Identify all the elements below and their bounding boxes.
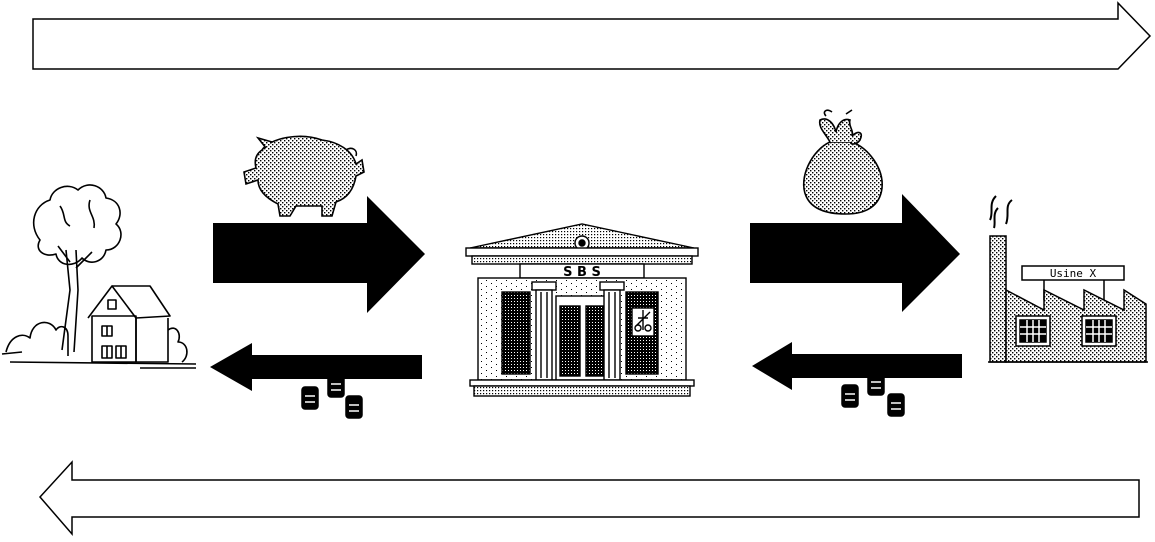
coins-icon xyxy=(841,372,905,417)
investment-flow-arrow xyxy=(750,194,960,312)
coins-icon xyxy=(301,374,363,419)
top-flow-arrow xyxy=(32,1,1152,70)
house-icon xyxy=(1,184,197,369)
bank-sign: S B S xyxy=(563,265,601,280)
bottom-flow-arrow xyxy=(38,460,1140,537)
savings-flow-arrow xyxy=(213,196,425,313)
piggy-bank-icon xyxy=(243,135,365,217)
bank-building-icon xyxy=(465,223,699,397)
factory-icon xyxy=(988,195,1148,363)
money-bag-icon xyxy=(802,109,883,215)
returns-to-household-arrow xyxy=(210,343,422,391)
returns-to-bank-arrow xyxy=(752,342,962,390)
factory-sign: Usine X xyxy=(1050,267,1097,280)
